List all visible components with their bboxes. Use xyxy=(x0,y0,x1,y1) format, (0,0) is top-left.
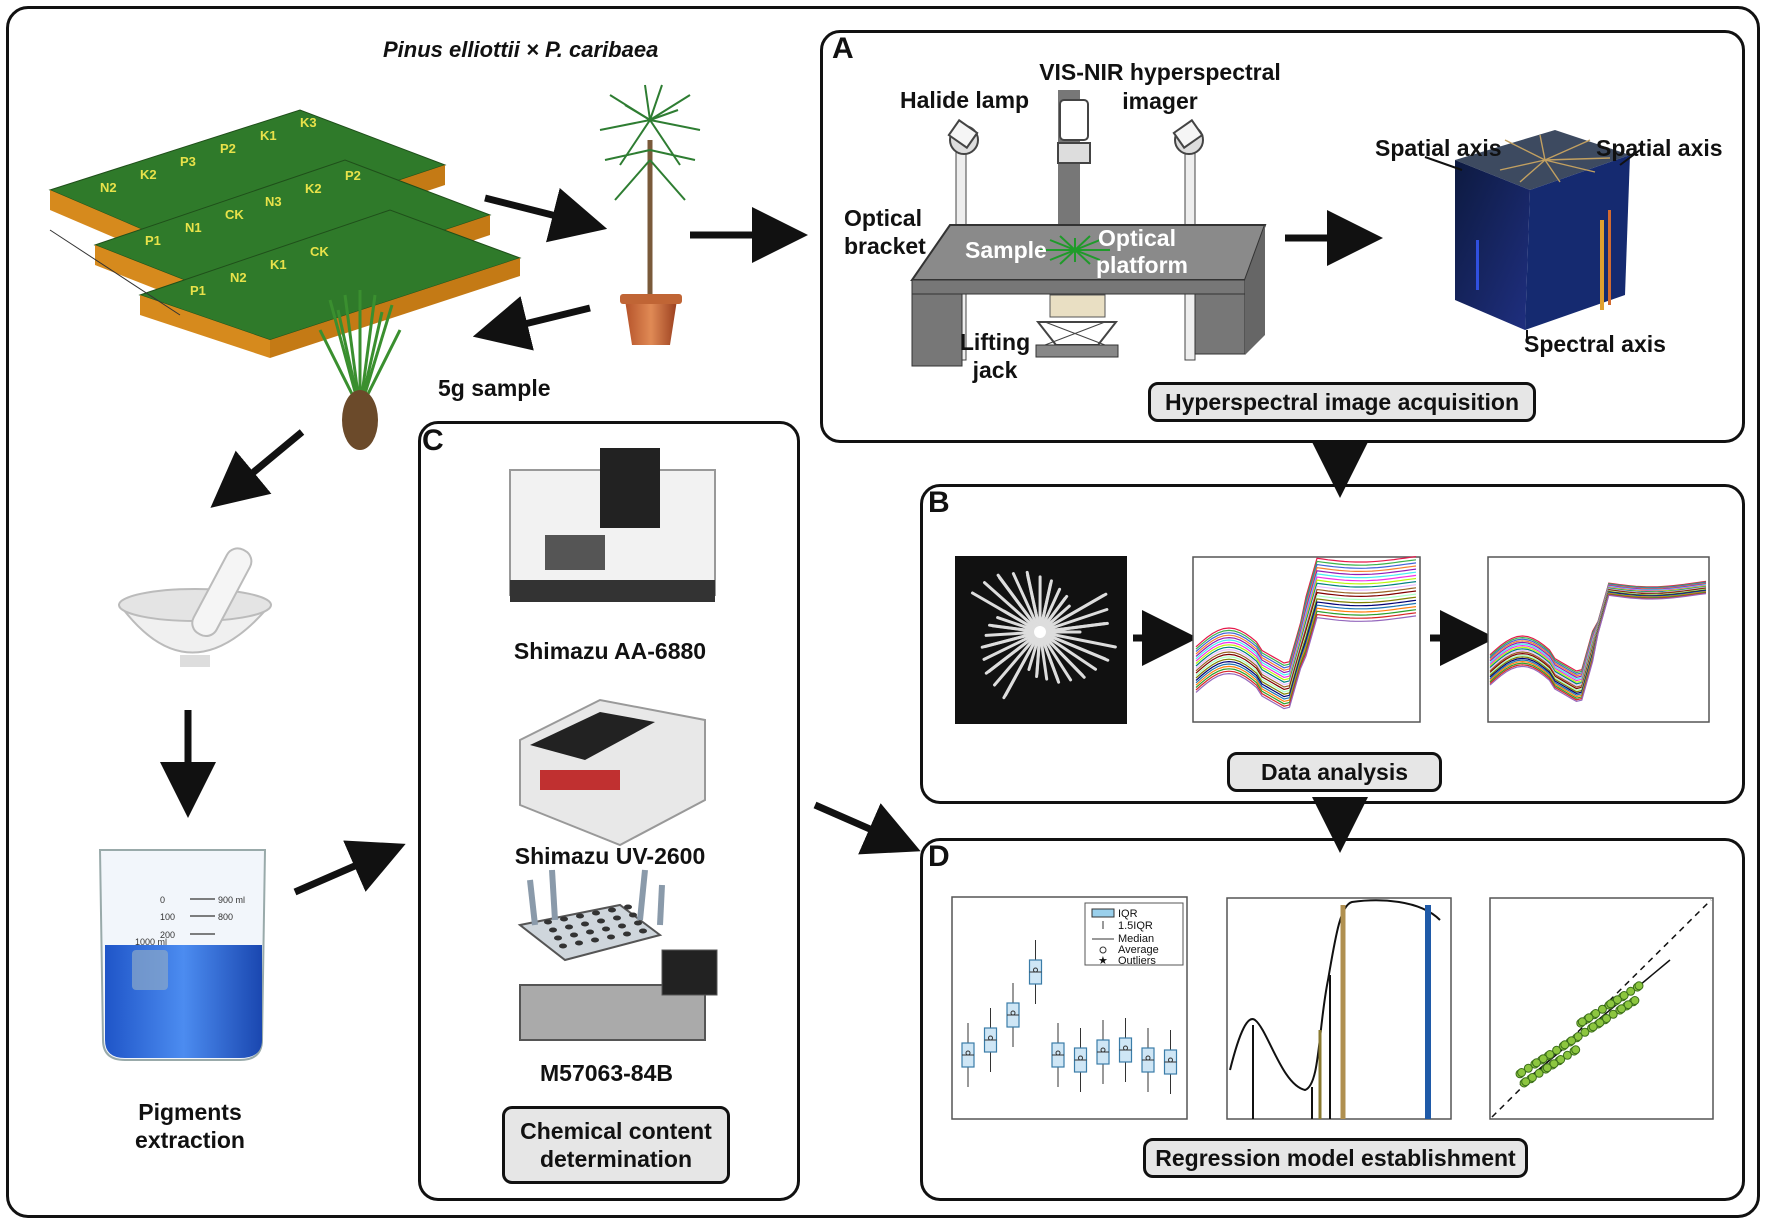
svg-text:0: 0 xyxy=(160,895,165,905)
pigments-extraction-label: Pigments extraction xyxy=(135,1099,245,1153)
svg-text:Average: Average xyxy=(1118,944,1159,956)
instrument-aa6880 xyxy=(509,448,716,602)
svg-text:Optical: Optical xyxy=(1098,225,1176,251)
hyperspectral-acquisition-caption: Hyperspectral image acquisition xyxy=(1148,382,1536,422)
plot-label: N2 xyxy=(100,180,117,195)
plot-label: P2 xyxy=(345,168,361,183)
panel-c-letter: C xyxy=(422,424,444,457)
svg-text:800: 800 xyxy=(218,912,233,922)
chemical-content-caption: Chemical content determination xyxy=(502,1106,730,1184)
plot-label: P1 xyxy=(190,283,206,298)
halide-lamp-label: Halide lamp xyxy=(900,87,1030,113)
plot-label: P1 xyxy=(145,233,161,248)
plot-label: P2 xyxy=(220,141,236,156)
outer-frame xyxy=(6,6,1760,1218)
instrument-1-label: Shimazu AA-6880 xyxy=(513,638,707,664)
mortar-pestle xyxy=(118,547,273,667)
needle-sample xyxy=(318,290,402,450)
plot-label: K1 xyxy=(270,257,287,272)
plot-label: N2 xyxy=(230,270,247,285)
feature-selection-plot xyxy=(1226,897,1452,1120)
spatial-axis-right-label: Spatial axis xyxy=(1596,135,1723,161)
instrument-m57063 xyxy=(517,869,718,1041)
plot-label: N1 xyxy=(185,220,202,235)
svg-text:★: ★ xyxy=(1098,955,1108,967)
plot-label: N3 xyxy=(265,194,282,209)
hypercube xyxy=(1424,130,1641,340)
imager-label: VIS-NIR hyperspectral imager xyxy=(1039,59,1281,114)
svg-text:1.5IQR: 1.5IQR xyxy=(1118,920,1153,932)
processed-spectra-plot xyxy=(1487,556,1710,723)
optical-bracket-label: Optical bracket xyxy=(844,205,926,259)
svg-text:900 ml: 900 ml xyxy=(218,895,245,905)
hyperspectral-apparatus: Sample Optical platform xyxy=(910,90,1267,367)
plot-label: P3 xyxy=(180,154,196,169)
regression-model-caption: Regression model establishment xyxy=(1143,1138,1528,1178)
instrument-3-label: M57063-84B xyxy=(540,1060,673,1086)
pine-tree xyxy=(599,84,701,345)
svg-text:200: 200 xyxy=(160,930,175,940)
instrument-uv2600 xyxy=(519,698,706,847)
svg-text:platform: platform xyxy=(1096,252,1188,278)
svg-text:Sample: Sample xyxy=(965,237,1047,263)
species-title: Pinus elliottii × P. caribaea xyxy=(383,37,659,62)
plot-label: CK xyxy=(225,207,244,222)
plot-label: CK xyxy=(310,244,329,259)
svg-text:100: 100 xyxy=(160,912,175,922)
panel-a-letter: A xyxy=(832,32,854,65)
sample-label: 5g sample xyxy=(438,375,551,401)
svg-text:1000 ml: 1000 ml xyxy=(135,937,167,947)
plot-label: K2 xyxy=(305,181,322,196)
regression-scatter-plot xyxy=(1489,897,1714,1120)
data-analysis-caption: Data analysis xyxy=(1227,752,1442,792)
needle-mask-image xyxy=(955,556,1127,724)
panel-b-letter: B xyxy=(928,486,950,519)
lifting-jack-label: Lifting jack xyxy=(959,329,1031,383)
svg-text:IQR: IQR xyxy=(1118,908,1138,920)
beaker: 0 900 ml 100 800 200 1000 ml xyxy=(98,849,267,1061)
boxplot-chart: ★ IQR 1.5IQR Median Average Outliers xyxy=(951,896,1188,1120)
panel-d-letter: D xyxy=(928,840,950,873)
plot-label: K3 xyxy=(300,115,317,130)
plot-label: K2 xyxy=(140,167,157,182)
raw-spectra-plot xyxy=(1192,556,1421,723)
spectral-axis-label: Spectral axis xyxy=(1524,331,1666,357)
spatial-axis-left-label: Spatial axis xyxy=(1375,135,1502,161)
instrument-2-label: Shimazu UV-2600 xyxy=(514,843,706,869)
flow-arrows xyxy=(160,187,1496,896)
svg-text:Median: Median xyxy=(1118,933,1154,945)
plot-label: K1 xyxy=(260,128,277,143)
svg-text:Outliers: Outliers xyxy=(1118,955,1156,967)
